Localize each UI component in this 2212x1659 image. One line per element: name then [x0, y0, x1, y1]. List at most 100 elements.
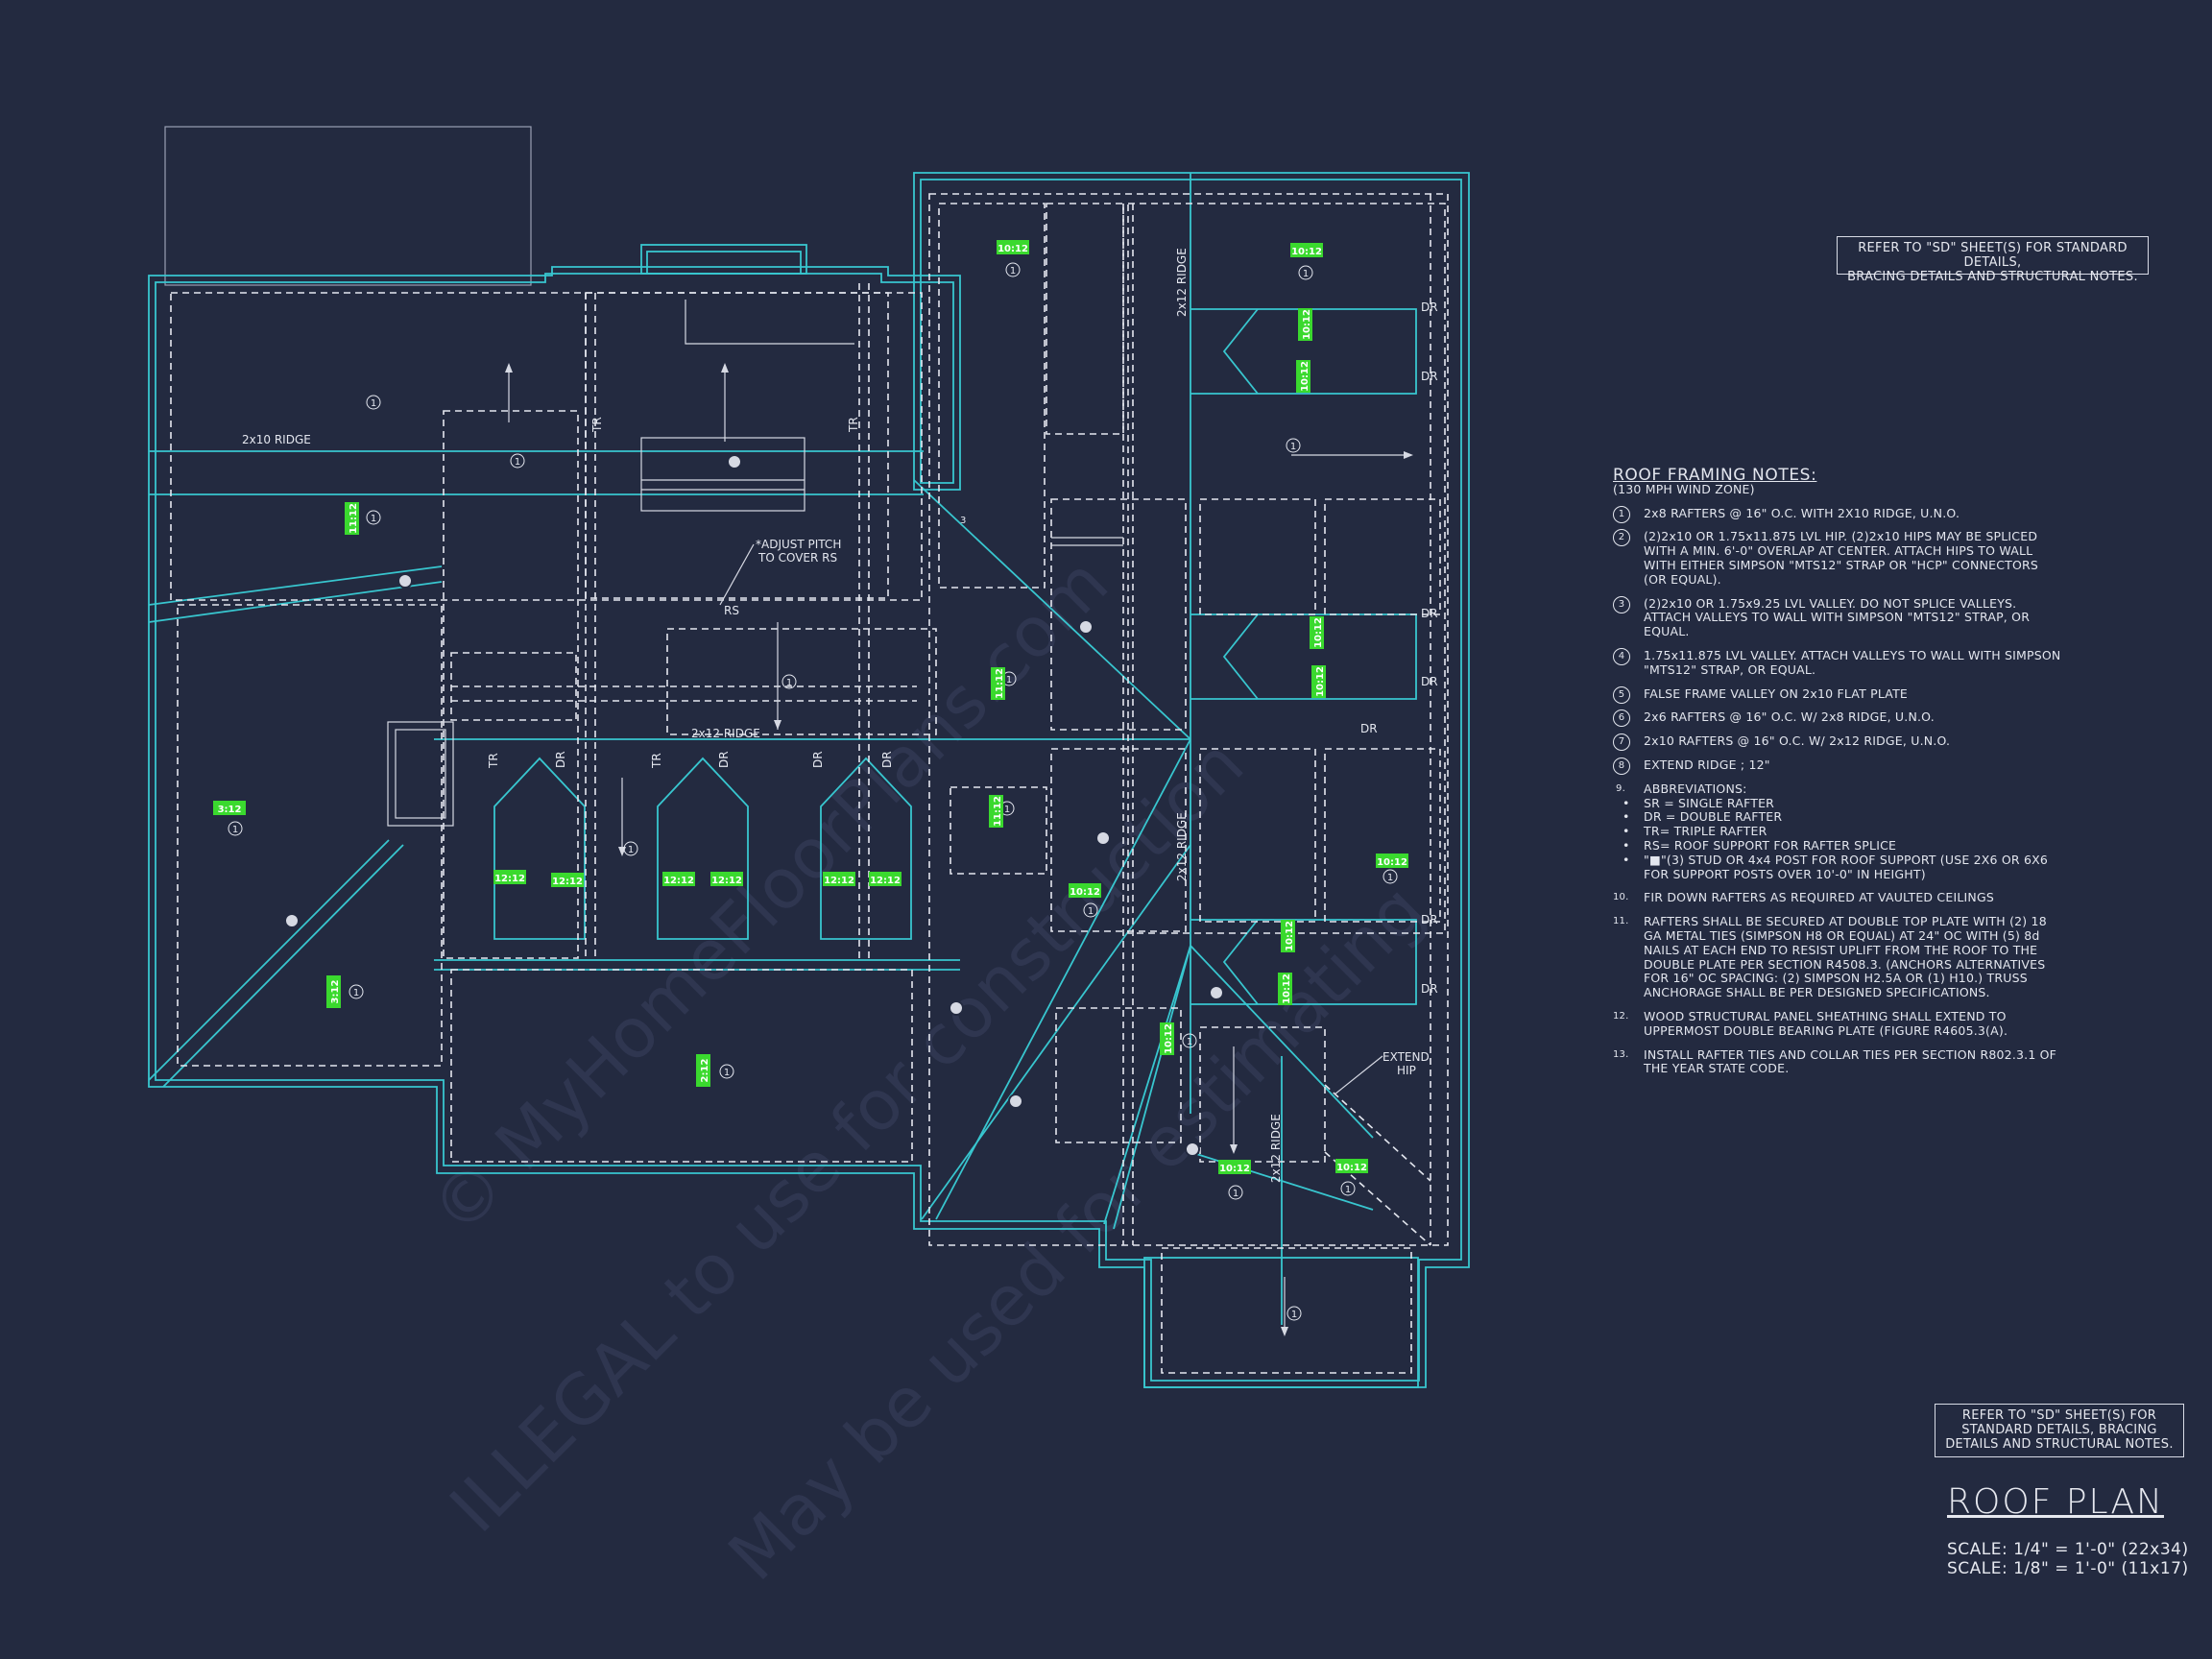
pitch-tag: 2:12 [696, 1054, 710, 1087]
pitch-tag-text: 10:12 [1219, 1164, 1250, 1174]
pitch-tag-bg [326, 975, 341, 1008]
note-number: 7 [1613, 733, 1630, 752]
roof-framing-notes: ROOF FRAMING NOTES: (130 MPH WIND ZONE) … [1613, 466, 2064, 1086]
note-callout: 1 [349, 984, 364, 999]
scale-small: SCALE: 1/8" = 1'-0" (11x17) [1947, 1559, 2189, 1578]
pitch-tag: 3:12 [213, 801, 246, 815]
notes-title: ROOF FRAMING NOTES: [1613, 466, 1817, 485]
pitch-tag: 10:12 [1376, 854, 1408, 868]
pitch-tag: 10:12 [1310, 616, 1324, 649]
pitch-tag-bg [662, 872, 695, 886]
svg-text:1: 1 [1290, 442, 1296, 452]
refer-note-bottom: REFER TO "SD" SHEET(S) FOR STANDARD DETA… [1935, 1404, 2184, 1457]
dr-label: DR [717, 751, 731, 768]
note-number: 11. [1613, 916, 1629, 927]
note-callout: 1 [1286, 1306, 1302, 1321]
pitch-tag: 12:12 [710, 872, 743, 886]
note-number: 4 [1613, 647, 1630, 665]
svg-text:1: 1 [724, 1068, 730, 1078]
pitch-tag-text: 10:12 [1291, 247, 1322, 257]
extend-hip-label: EXTEND [1382, 1050, 1430, 1064]
pitch-tag-bg [1310, 616, 1324, 649]
note-number: 3 [1613, 595, 1630, 613]
svg-text:1: 1 [1010, 266, 1016, 276]
pitch-tag-text: 12:12 [824, 876, 854, 886]
pitch-tag: 10:12 [997, 240, 1029, 254]
svg-text:1: 1 [1387, 873, 1393, 883]
pitch-tag-bg [1311, 665, 1326, 698]
note-callout: 1 [623, 841, 638, 856]
notes-abbreviations: 9. ABBREVIATIONS: SR = SINGLE RAFTERDR =… [1613, 781, 2064, 882]
pitch-tag-bg [1290, 243, 1323, 257]
note-callout: 1 [1382, 869, 1398, 884]
pitch-tag-bg [1296, 360, 1310, 393]
pitch-tag: 10:12 [1281, 920, 1295, 952]
pitch-tag: 11:12 [345, 502, 359, 535]
refer-note-top-line: REFER TO "SD" SHEET(S) FOR STANDARD DETA… [1858, 241, 2128, 270]
svg-text:1: 1 [515, 457, 520, 468]
note-callout: 1 [1005, 262, 1021, 277]
abbr-item: SR = SINGLE RAFTER [1623, 796, 2064, 811]
note-callout: 1 [1228, 1185, 1243, 1200]
pitch-tag-text: 10:12 [1315, 666, 1326, 697]
refer-note-top-line: BRACING DETAILS AND STRUCTURAL NOTES. [1847, 270, 2138, 284]
note-callout: 1 [1340, 1181, 1356, 1196]
pitch-tag: 10:12 [1218, 1160, 1251, 1174]
note-number: 2 [1613, 529, 1630, 547]
note-text: (2)2x10 OR 1.75x11.875 LVL HIP. (2)2x10 … [1644, 529, 2039, 587]
refer-note-bottom-line: DETAILS AND STRUCTURAL NOTES. [1945, 1437, 2174, 1452]
pitch-tag: 12:12 [551, 873, 584, 887]
pitch-tag-bg [1335, 1159, 1368, 1173]
tr-label: TR [487, 753, 500, 769]
dr-label: DR [1421, 301, 1438, 314]
dr-label: DR [811, 751, 825, 768]
pitch-tag: 10:12 [1296, 360, 1310, 393]
abbr-item: DR = DOUBLE RAFTER [1623, 810, 2064, 825]
support-posts [284, 454, 1224, 1157]
pitch-tag-text: 3:12 [330, 980, 341, 1004]
pitch-tag-bg [1278, 973, 1292, 1005]
note-item: 10.FIR DOWN RAFTERS AS REQUIRED AT VAULT… [1613, 891, 2064, 905]
note-item: 13.INSTALL RAFTER TIES AND COLLAR TIES P… [1613, 1047, 2064, 1077]
notes-list-2: 10.FIR DOWN RAFTERS AS REQUIRED AT VAULT… [1613, 891, 2064, 1076]
pitch-tag-text: 12:12 [870, 876, 901, 886]
pitch-tag-bg [989, 795, 1003, 828]
pitch-tag: 10:12 [1160, 1022, 1174, 1055]
pitch-tag-text: 10:12 [998, 244, 1028, 254]
existing-outline [164, 126, 532, 286]
note-number: 8 [1613, 757, 1630, 775]
pitch-tag-text: 10:12 [1300, 361, 1310, 392]
note-callout: 1 [1182, 1033, 1197, 1048]
svg-text:1: 1 [353, 988, 359, 998]
note-text: RAFTERS SHALL BE SECURED AT DOUBLE TOP P… [1644, 914, 2047, 1000]
svg-text:1: 1 [1088, 906, 1094, 917]
abbr-title: ABBREVIATIONS: [1644, 781, 1747, 796]
pitch-tag-text: 12:12 [494, 874, 525, 884]
pitch-tag-text: 11:12 [995, 668, 1005, 699]
dr-label: DR [1421, 913, 1438, 926]
tr-label: TR [650, 753, 663, 769]
scale-large: SCALE: 1/4" = 1'-0" (22x34) [1947, 1540, 2189, 1559]
svg-text:1: 1 [371, 398, 376, 409]
note-callouts: 1 1 1 1 1 1 1 1 1 1 1 1 1 1 1 1 1 1 1 [228, 262, 1398, 1321]
refer-note-top: REFER TO "SD" SHEET(S) FOR STANDARD DETA… [1837, 236, 2149, 284]
pitch-tag-text: 2:12 [700, 1059, 710, 1083]
note-callout: 1 [781, 674, 797, 689]
pitch-tag: 10:12 [1298, 308, 1312, 341]
pitch-tag-bg [1281, 920, 1295, 952]
pitch-tag-bg [696, 1054, 710, 1087]
abbr-item: RS= ROOF SUPPORT FOR RAFTER SPLICE [1623, 838, 2064, 854]
note-number: 6 [1613, 709, 1630, 728]
dr-label: DR [1421, 607, 1438, 620]
svg-text:1: 1 [1291, 1310, 1297, 1320]
pitch-tag-bg [1160, 1022, 1174, 1055]
note-number: 1 [1613, 505, 1630, 523]
note-text: (2)2x10 OR 1.75x9.25 LVL VALLEY. DO NOT … [1644, 595, 2031, 639]
pitch-tag: 10:12 [1290, 243, 1323, 257]
pitch-tag-bg [1376, 854, 1408, 868]
pitch-tag-bg [493, 870, 526, 884]
note-number: 5 [1613, 685, 1630, 704]
